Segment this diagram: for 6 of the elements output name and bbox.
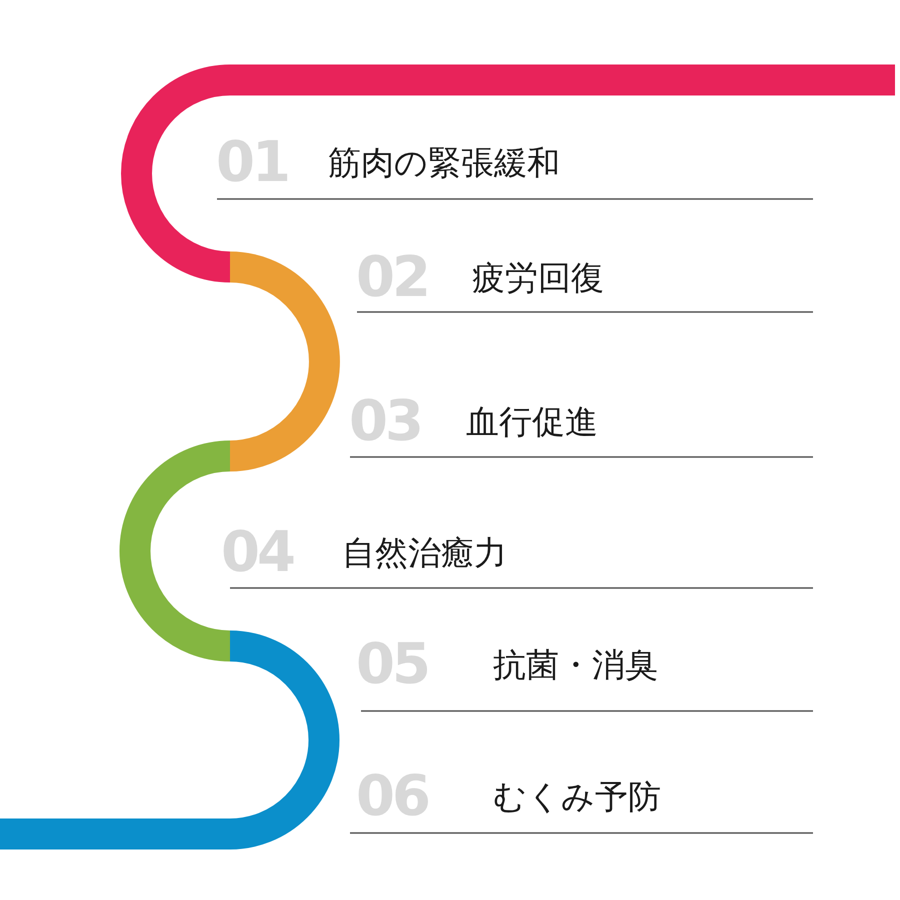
step-title: 筋肉の緊張緩和 — [328, 144, 560, 182]
step-title: 血行促進 — [466, 404, 598, 440]
step-title: 抗菌・消臭 — [493, 646, 658, 684]
step-title: むくみ予防 — [493, 778, 661, 816]
step-title: 自然治癒力 — [342, 534, 507, 572]
step-title: 疲労回復 — [472, 260, 604, 296]
